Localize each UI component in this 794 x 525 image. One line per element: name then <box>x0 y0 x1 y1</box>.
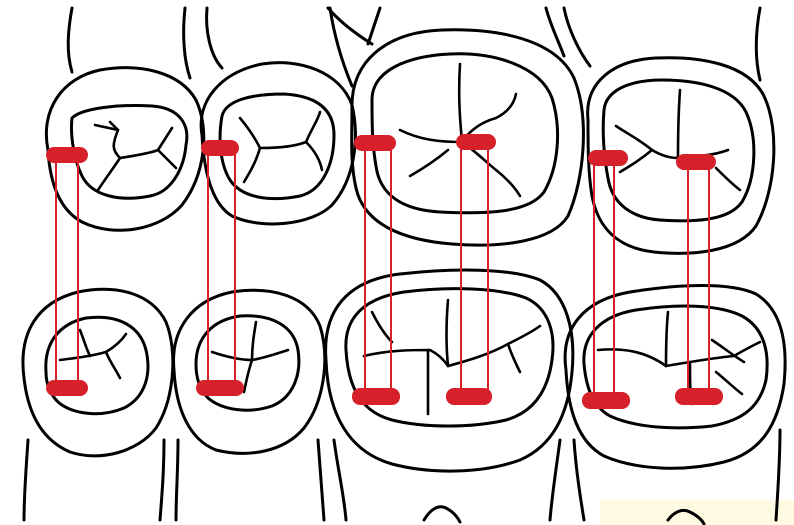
fissure <box>716 168 740 190</box>
upper-premolar-2 <box>201 8 355 224</box>
root-line <box>564 8 590 66</box>
guide-pair-5 <box>594 158 614 400</box>
contact-marker <box>196 380 244 396</box>
root-line <box>318 440 324 520</box>
fissure-branch <box>98 158 120 190</box>
occlusal-table <box>584 306 767 428</box>
contact-marker <box>446 388 492 405</box>
fissure <box>60 334 126 360</box>
fissure <box>372 312 392 342</box>
occlusal-table <box>372 54 558 213</box>
contact-marker <box>456 134 496 150</box>
occlusal-table <box>46 317 148 413</box>
root-line <box>160 440 164 520</box>
fissure <box>666 312 668 366</box>
lower-premolar-1 <box>23 289 173 520</box>
occlusal-table <box>196 316 299 410</box>
central-fissure <box>114 130 158 158</box>
fissure <box>598 349 666 366</box>
contact-marker <box>354 135 396 151</box>
upper-arch <box>46 8 774 253</box>
contact-marker <box>201 140 239 156</box>
contact-marker <box>46 380 88 396</box>
fissure-branch <box>95 122 118 130</box>
fissure <box>666 342 760 366</box>
root-furcation <box>424 507 460 522</box>
contact-marker <box>676 154 716 170</box>
root-line <box>368 8 380 44</box>
crown-outline <box>565 286 785 469</box>
contact-guides <box>56 142 709 400</box>
fissure <box>410 150 448 176</box>
root-line <box>207 8 222 68</box>
root-line <box>574 440 584 520</box>
fissure <box>244 360 252 392</box>
fissure-branch <box>244 148 260 182</box>
contact-marker <box>582 392 630 409</box>
fissure <box>364 350 448 366</box>
fissure <box>106 352 120 378</box>
root-line <box>24 440 28 520</box>
fissure <box>252 322 256 360</box>
lower-contact-markers <box>46 380 723 409</box>
upper-premolar-1 <box>46 8 203 230</box>
root-line <box>68 8 72 72</box>
guide-pair-1 <box>56 155 78 388</box>
root-line <box>176 440 178 520</box>
fissure <box>80 330 90 356</box>
occlusal-table <box>71 106 186 199</box>
root-line <box>546 8 564 56</box>
root-line <box>550 440 560 520</box>
fissure <box>508 344 520 372</box>
lower-premolar-2 <box>174 290 325 520</box>
fissure <box>459 64 462 142</box>
contact-marker <box>588 150 628 166</box>
fissure <box>496 170 520 196</box>
upper-molar-1 <box>328 8 583 245</box>
guide-pair-3 <box>365 143 391 396</box>
root-line <box>184 8 190 78</box>
upper-molar-2 <box>564 8 774 253</box>
fissure-branch <box>158 128 176 168</box>
fissure <box>447 300 449 366</box>
root-line <box>334 440 346 520</box>
fissure <box>212 350 288 360</box>
central-fissure <box>240 118 306 148</box>
occlusal-table <box>346 289 553 426</box>
fissure-branch <box>306 112 322 170</box>
contact-marker <box>675 388 723 405</box>
fissure <box>678 90 680 158</box>
lower-arch <box>23 270 785 524</box>
corner-tint <box>600 500 794 525</box>
contact-marker <box>352 388 400 405</box>
contact-marker <box>46 147 88 163</box>
root-line <box>756 8 760 80</box>
